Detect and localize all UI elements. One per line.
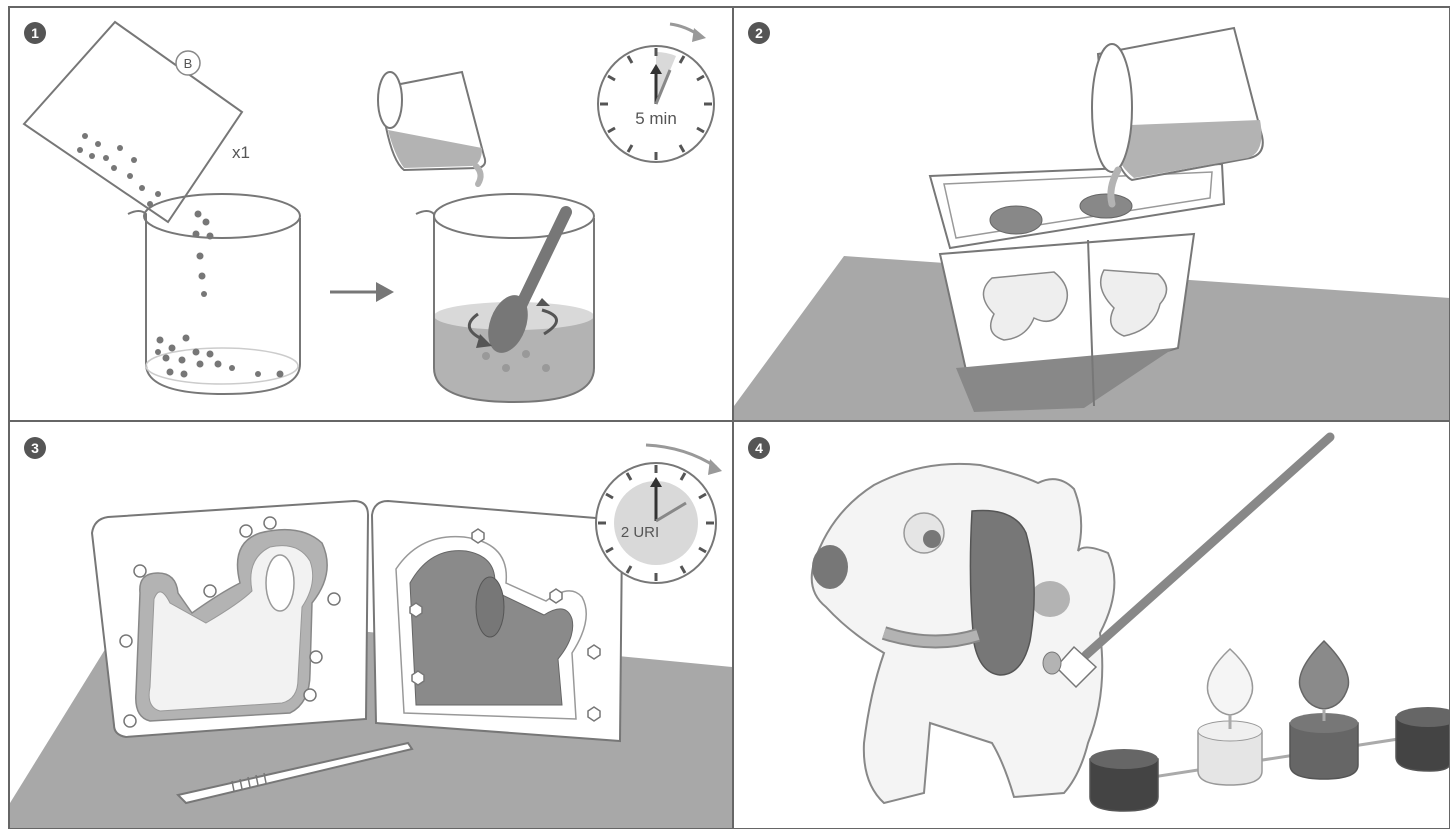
paint-pot-mid	[1289, 639, 1359, 780]
mold-right-half	[370, 499, 624, 743]
step-2-illustration	[734, 26, 1450, 420]
beaker-mixing	[415, 193, 595, 404]
timer-label: 5 min	[635, 109, 677, 128]
step-1-panel: B x1	[10, 8, 732, 420]
step-number-badge: 1	[24, 22, 46, 44]
mold-left-half	[90, 499, 370, 739]
step-number-badge: 3	[24, 437, 46, 459]
step-1-illustration: B x1	[22, 20, 715, 404]
quantity-label: x1	[232, 143, 250, 162]
next-arrow	[330, 282, 394, 302]
timer-2-hours: 2 URI	[595, 443, 722, 584]
step-number-badge: 4	[748, 437, 770, 459]
paint-pot-darker	[1395, 707, 1450, 772]
step-4-panel: 4	[734, 423, 1450, 829]
sachet-letter: B	[184, 56, 193, 71]
step-4-illustration	[810, 432, 1450, 812]
painted-dog-figurine	[810, 462, 1116, 805]
paint-pots	[1089, 639, 1450, 812]
timer-label: 2 URI	[621, 524, 659, 541]
beaker-with-powder	[127, 193, 301, 396]
step-number-badge: 2	[748, 22, 770, 44]
step-2-panel: 2	[734, 8, 1450, 420]
falling-powder	[192, 210, 214, 297]
paint-pot-white	[1197, 647, 1263, 786]
step-3-panel: 2 URI 3	[10, 423, 732, 829]
powder-sachet: B	[22, 20, 244, 224]
timer-5-min: 5 min	[597, 22, 715, 163]
step-3-illustration: 2 URI	[10, 443, 732, 829]
pouring-cup	[377, 70, 487, 187]
paint-pot-dark	[1089, 749, 1159, 812]
